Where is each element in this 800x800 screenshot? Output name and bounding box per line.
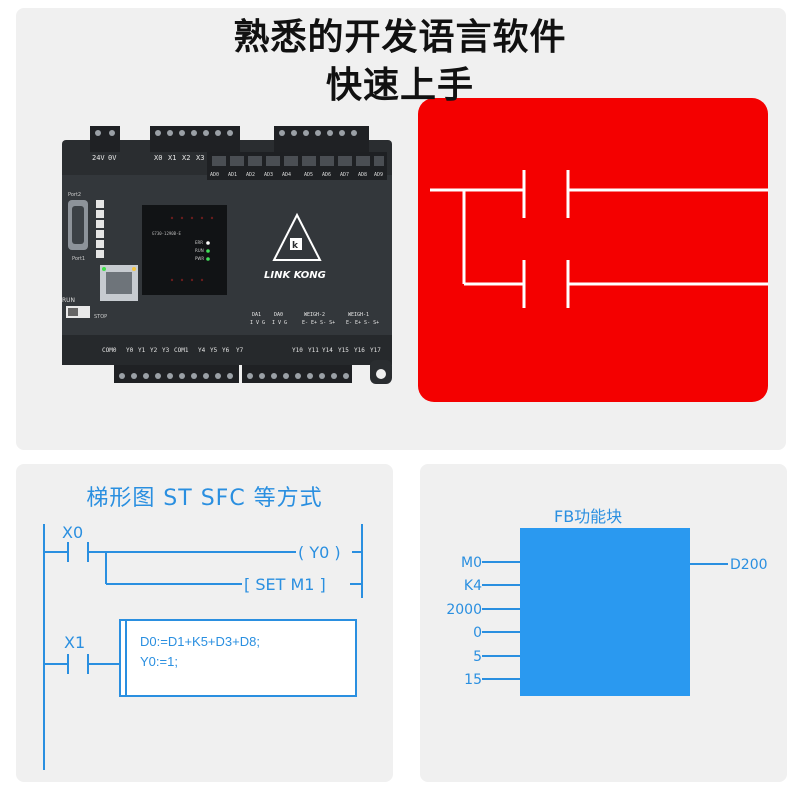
plc-ad8: AD8 [358, 172, 367, 178]
plc-io-da1: DA1 [252, 312, 261, 318]
plc-ad4: AD4 [282, 172, 291, 178]
fb-input-15: 15 [464, 672, 482, 688]
plc-ad3: AD3 [264, 172, 273, 178]
plc-b-com0: COM0 [102, 347, 117, 354]
plc-io-sub-weigh1: E- E+ S- S+ [346, 320, 379, 326]
plc-b-com1: COM1 [174, 347, 189, 354]
contact-x1-label: X1 [64, 633, 85, 652]
plc-b-y1: Y1 [138, 347, 146, 354]
plc-io-da0: DA0 [274, 312, 283, 318]
coil-set-m1: [ SET M1 ] [244, 575, 326, 594]
plc-port1-label: Port1 [72, 256, 85, 262]
plc-led-run: RUN [195, 248, 204, 253]
fb-output-d200: D200 [730, 557, 768, 573]
plc-b-y0: Y0 [126, 347, 134, 354]
plc-b-y17: Y17 [370, 347, 381, 354]
plc-ad2: AD2 [246, 172, 255, 178]
plc-device-image: 24V 0V X0 X1 X2 X3 X4 AD0 AD1 AD2 AD3 AD… [62, 126, 392, 384]
plc-label-0v: 0V [108, 154, 117, 162]
coil-y0: ( Y0 ) [298, 543, 341, 562]
plc-label-x0: X0 [154, 154, 162, 162]
plc-led-err: ERR [195, 240, 203, 245]
plc-label-x2: X2 [182, 154, 190, 162]
fb-input-m0: M0 [461, 555, 482, 571]
plc-b-y10: Y10 [292, 347, 303, 354]
plc-model: G730-1290B-E [152, 231, 181, 236]
plc-stop-label: STOP [94, 314, 107, 320]
plc-io-sub-weigh2: E- E+ S- S+ [302, 320, 335, 326]
plc-led-pwr: PWR [195, 256, 204, 261]
plc-b-y11: Y11 [308, 347, 319, 354]
hero-title-line1: 熟悉的开发语言软件 [233, 17, 567, 58]
plc-io-weigh2: WEIGH-2 [304, 312, 325, 318]
plc-b-y3: Y3 [162, 347, 170, 354]
parallel-contacts-diagram [430, 170, 770, 308]
plc-io-weigh1: WEIGH-1 [348, 312, 369, 318]
fb-block [520, 528, 690, 696]
plc-b-y4: Y4 [198, 347, 206, 354]
plc-ad7: AD7 [340, 172, 349, 178]
plc-b-y16: Y16 [354, 347, 365, 354]
contact-x0-label: X0 [62, 523, 83, 542]
fb-title: FB功能块 [554, 507, 622, 526]
plc-port2-label: Port2 [68, 192, 81, 198]
plc-brand: LINK KONG [264, 270, 326, 281]
plc-b-y15: Y15 [338, 347, 349, 354]
plc-label-x3: X3 [196, 154, 204, 162]
plc-io-sub-da1: I V G [250, 320, 265, 326]
st-code-line2: Y0:=1; [140, 654, 178, 669]
fb-diagram: FB功能块 M0 K4 2000 0 5 15 D200 [446, 507, 768, 696]
plc-ad1: AD1 [228, 172, 237, 178]
plc-run-label: RUN [62, 297, 75, 304]
plc-b-y6: Y6 [222, 347, 230, 354]
fb-input-5: 5 [473, 649, 482, 665]
hero-title-line2: 快速上手 [325, 65, 474, 106]
plc-b-y5: Y5 [210, 347, 218, 354]
plc-ad6: AD6 [322, 172, 331, 178]
plc-ad9: AD9 [374, 172, 383, 178]
ladder-contact-card [418, 98, 770, 402]
fb-input-2000: 2000 [446, 602, 482, 618]
ladder-panel-title: 梯形图 ST SFC 等方式 [86, 486, 323, 511]
fb-input-k4: K4 [464, 578, 482, 594]
fb-input-0: 0 [473, 625, 482, 641]
plc-b-y7: Y7 [236, 347, 244, 354]
plc-label-24v: 24V [92, 154, 105, 162]
plc-label-x1: X1 [168, 154, 176, 162]
st-code-line1: D0:=D1+K5+D3+D8; [140, 634, 260, 649]
ladder-diagram: X0 ( Y0 ) [ SET M1 ] X1 D0:=D1+K5+D3+D8;… [43, 523, 363, 770]
plc-io-sub-da0: I V G [272, 320, 287, 326]
plc-ad0: AD0 [210, 172, 219, 178]
plc-b-y2: Y2 [150, 347, 158, 354]
plc-ad5: AD5 [304, 172, 313, 178]
svg-text:k: k [292, 241, 299, 251]
plc-b-y14: Y14 [322, 347, 333, 354]
